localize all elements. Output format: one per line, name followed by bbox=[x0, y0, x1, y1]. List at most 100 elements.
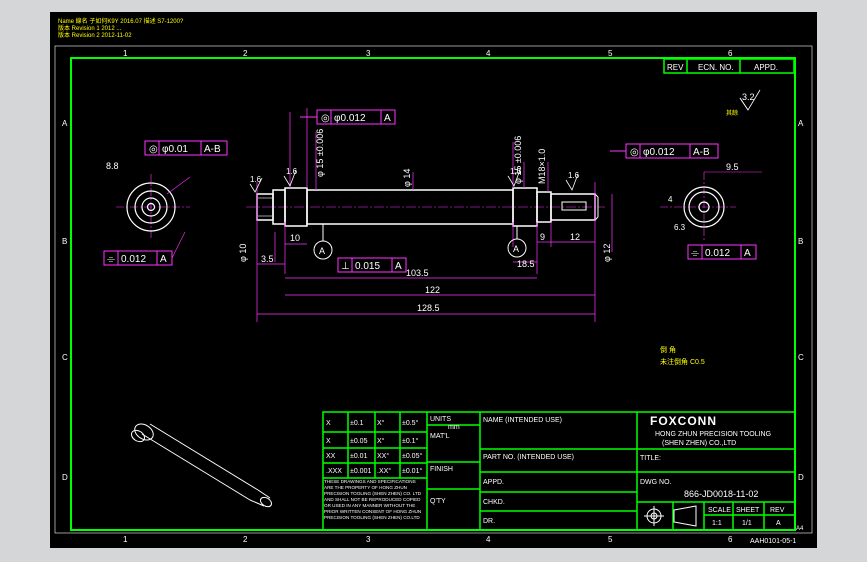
company-line-2: (SHEN ZHEN) CO.,LTD bbox=[662, 440, 736, 447]
company-logo: FOXCONN bbox=[650, 414, 717, 428]
shaft-side-view bbox=[246, 187, 605, 227]
left-end-view: 8.8 bbox=[106, 161, 191, 240]
tol-r2-c2: ±0.05 bbox=[350, 438, 368, 445]
rough-2: 1.6 bbox=[286, 167, 298, 176]
qty-label: Q'TY bbox=[430, 498, 446, 505]
dim-10: 10 bbox=[290, 233, 300, 243]
sheet-label: SHEET bbox=[736, 507, 760, 514]
notes-mid: 倒 角 未注倒角 C0.5 bbox=[660, 345, 705, 366]
dim-left-hole: 8.8 bbox=[106, 161, 119, 171]
cad-drawing: Name 線名 子如何K9Y 2016.07 描述 S7-1200? 版本 Re… bbox=[54, 17, 813, 545]
gdt-flat-right: ⌯ 0.012 A bbox=[687, 244, 757, 260]
extension-lines bbox=[256, 108, 613, 322]
dim-122: 122 bbox=[425, 285, 440, 295]
tol-r2-c3: X° bbox=[377, 437, 385, 445]
right-end-view: 9.5 4 6.3 bbox=[660, 162, 762, 242]
tol-r1-c4: ±0.5° bbox=[402, 419, 419, 427]
rev-label: REV bbox=[770, 507, 785, 514]
dim-d10: φ 10 bbox=[238, 244, 248, 262]
tol-r3-c1: XX bbox=[326, 453, 336, 460]
gdt-right-tol: φ0.012 bbox=[643, 147, 675, 158]
sheet-value: 1/1 bbox=[742, 520, 752, 527]
roughness-marks-v bbox=[249, 169, 579, 193]
gdt-perp-sym: ⊥ bbox=[341, 261, 350, 272]
gdt-runout-left: ◎ φ0.01 A-B bbox=[144, 140, 228, 156]
projection-symbol-icon bbox=[644, 505, 697, 527]
units-value: mm bbox=[448, 424, 460, 431]
gdt-flat-right-sym: ⌯ bbox=[691, 248, 699, 259]
datum-a-left: A bbox=[319, 246, 325, 256]
dim-185: 18.5 bbox=[517, 259, 535, 269]
matl-label: MAT'L bbox=[430, 433, 450, 440]
zone-col-5-top: 5 bbox=[608, 49, 613, 58]
zone-col-3-bottom: 3 bbox=[366, 535, 371, 544]
zone-col-4-top: 4 bbox=[486, 49, 491, 58]
size-mark: A4 bbox=[796, 526, 804, 532]
dwg-label: DWG NO. bbox=[640, 479, 672, 486]
roughness-value: 3.2 bbox=[742, 92, 755, 102]
dim-63: 6.3 bbox=[674, 223, 686, 232]
dim-d15-right: φ 15 ±0.006 bbox=[513, 136, 523, 184]
tol-r2-c1: X bbox=[326, 438, 331, 445]
tol-r3-c3: XX° bbox=[377, 452, 389, 460]
zone-col-5-bottom: 5 bbox=[608, 535, 613, 544]
dim-d15-left: φ 15 ±0.006 bbox=[315, 129, 325, 177]
note-1: 倒 角 bbox=[660, 345, 676, 354]
dim-9: 9 bbox=[540, 232, 545, 242]
disclaimer-box: THESE DRAWINGS AND SPECIFICATIONS ARE TH… bbox=[324, 479, 422, 520]
title-block-frame bbox=[322, 411, 796, 531]
dim-95: 9.5 bbox=[726, 162, 739, 172]
zone-col-3-top: 3 bbox=[366, 49, 371, 58]
gdt-flat-right-datum: A bbox=[744, 248, 751, 259]
dim-1285: 128.5 bbox=[417, 303, 440, 313]
chkd-label: CHKD. bbox=[483, 499, 505, 506]
tolerance-table: X ±0.1 X° ±0.5° X ±0.05 X° ±0.1° XX ±0.0… bbox=[326, 416, 460, 505]
gdt-left-tol: φ0.01 bbox=[162, 144, 188, 155]
dim-12: 12 bbox=[570, 232, 580, 242]
units-label: UNITS bbox=[430, 416, 451, 423]
gdt-flat-left-sym: ⌯ bbox=[107, 254, 115, 265]
gdt-right-sym: ◎ bbox=[630, 147, 639, 158]
scale-value: 1:1 bbox=[712, 520, 722, 527]
tol-r1-c3: X° bbox=[377, 419, 385, 427]
zone-col-6-top: 6 bbox=[728, 49, 733, 58]
gdt-perp-tol: 0.015 bbox=[355, 261, 380, 272]
gdt-flat-left-tol: 0.012 bbox=[121, 254, 146, 265]
dim-labels: 128.5 122 103.5 3.5 18.5 9 12 10 bbox=[261, 232, 580, 313]
disclaimer-text: THESE DRAWINGS AND SPECIFICATIONS ARE TH… bbox=[324, 479, 422, 520]
zone-row-c-left: C bbox=[62, 353, 68, 362]
scale-label: SCALE bbox=[708, 507, 731, 514]
zone-row-d-left: D bbox=[62, 473, 68, 482]
gdt-right-datum: A-B bbox=[693, 147, 710, 158]
dim-vertical-labels: φ 15 ±0.006 φ 14 φ 15 ±0.006 M18×1.0 φ 1… bbox=[238, 129, 612, 262]
header-note-1: Name 線名 子如何K9Y 2016.07 描述 S7-1200? bbox=[58, 17, 184, 25]
zone-row-b-right: B bbox=[798, 237, 803, 246]
gdt-flat-left: ⌯ 0.012 A bbox=[103, 231, 186, 266]
gdt-mid-sym: ◎ bbox=[321, 113, 330, 124]
gdt-flat-left-datum: A bbox=[160, 254, 167, 265]
dwg-number: 866-JD0018-11-02 bbox=[684, 489, 758, 499]
tol-r4-c4: ±0.01° bbox=[402, 467, 422, 475]
gdt-runout-right: ◎ φ0.012 A-B bbox=[610, 143, 719, 159]
dim-m18: M18×1.0 bbox=[537, 149, 547, 184]
zone-col-4-bottom: 4 bbox=[486, 535, 491, 544]
ecn-header: ECN. NO. bbox=[698, 63, 734, 72]
zone-row-c-right: C bbox=[798, 353, 804, 362]
dim-lines bbox=[257, 241, 595, 315]
zone-col-1-bottom: 1 bbox=[123, 535, 128, 544]
roughness-note: 其餘 bbox=[726, 109, 738, 117]
rough-3: 1.6 bbox=[510, 167, 522, 176]
dim-35: 3.5 bbox=[261, 254, 274, 264]
gdt-perp: ⊥ 0.015 A bbox=[337, 257, 407, 273]
dim-d12: φ 12 bbox=[602, 244, 612, 262]
tol-r1-c1: X bbox=[326, 420, 331, 427]
zone-col-2-top: 2 bbox=[243, 49, 248, 58]
header-notes: Name 線名 子如何K9Y 2016.07 描述 S7-1200? 版本 Re… bbox=[58, 17, 184, 39]
part-no-label: PART NO. (INTENDED USE) bbox=[483, 454, 574, 461]
note-2: 未注倒角 C0.5 bbox=[660, 357, 705, 366]
title-label: TITLE: bbox=[640, 455, 661, 462]
gdt-runout-mid: ◎ φ0.012 A bbox=[300, 109, 396, 125]
gdt-flat-right-tol: 0.012 bbox=[705, 248, 730, 259]
drawing-sheet: Name 線名 子如何K9Y 2016.07 描述 S7-1200? 版本 Re… bbox=[50, 12, 817, 548]
outer-frame bbox=[54, 45, 813, 534]
